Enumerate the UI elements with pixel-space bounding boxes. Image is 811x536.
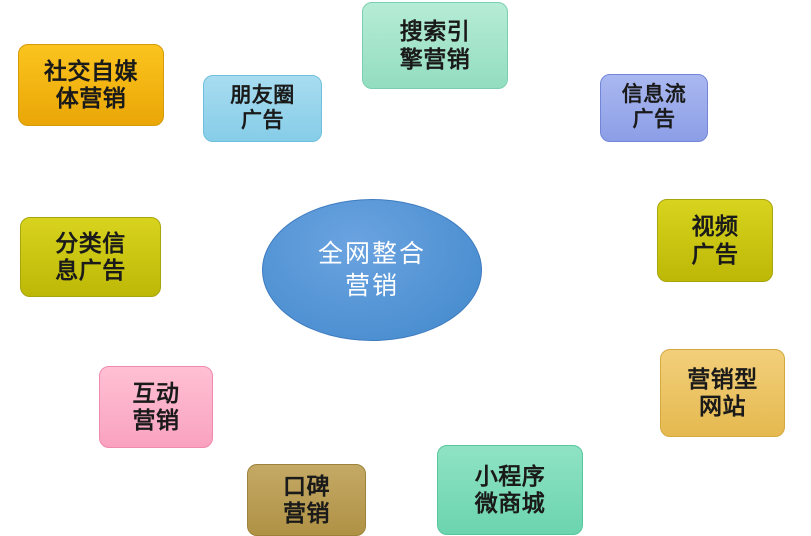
node-social-media[interactable]: 社交自媒 体营销: [18, 44, 164, 126]
node-word-of-mouth[interactable]: 口碑 营销: [247, 464, 366, 536]
node-mini-program[interactable]: 小程序 微商城: [437, 445, 583, 535]
node-marketing-website[interactable]: 营销型 网站: [660, 349, 785, 437]
node-classified-info[interactable]: 分类信 息广告: [20, 217, 161, 297]
node-moments-ad[interactable]: 朋友圈 广告: [203, 75, 322, 142]
node-video-ad[interactable]: 视频 广告: [657, 199, 773, 282]
center-node-integrated-marketing[interactable]: 全网整合 营销: [262, 199, 482, 341]
node-search-engine[interactable]: 搜索引 擎营销: [362, 2, 508, 89]
node-feed-ad[interactable]: 信息流 广告: [600, 74, 708, 142]
node-interactive-marketing[interactable]: 互动 营销: [99, 366, 213, 448]
